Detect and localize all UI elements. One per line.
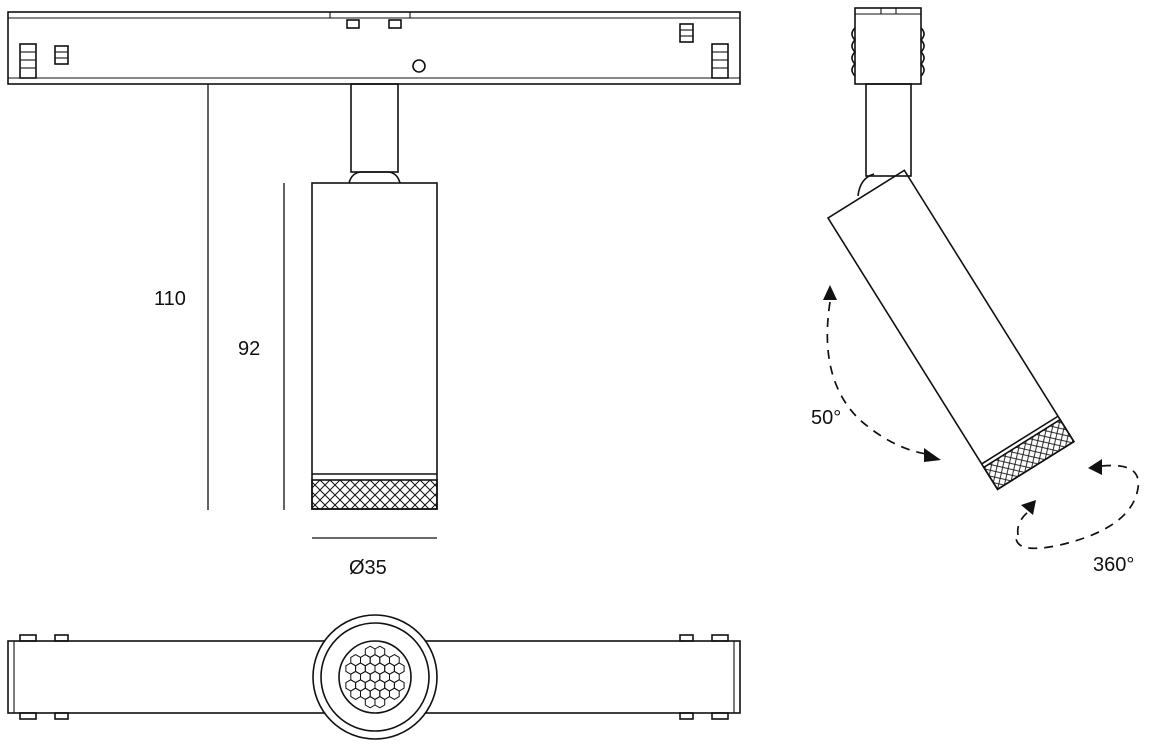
stem-side bbox=[857, 83, 912, 197]
lens-cell bbox=[389, 687, 400, 700]
lens-cell bbox=[374, 696, 386, 709]
lens-bottom bbox=[312, 614, 438, 740]
arrow-up-right-icon bbox=[1021, 500, 1036, 515]
track-adapter-side bbox=[851, 7, 925, 85]
rotation-arc bbox=[1015, 459, 1140, 550]
arrow-up-icon bbox=[823, 285, 837, 300]
light-body-side bbox=[826, 169, 1076, 491]
arrow-left-icon bbox=[1088, 459, 1102, 475]
dimension-label-110: 110 bbox=[154, 288, 186, 310]
arrow-down-right-icon bbox=[924, 448, 941, 462]
tilt-angle-label: 50° bbox=[811, 407, 841, 429]
dimension-label-diameter: Ø35 bbox=[349, 557, 387, 579]
side-view: 50° 360° bbox=[811, 7, 1140, 576]
light-body-front bbox=[311, 182, 438, 510]
honeycomb-lens bbox=[345, 645, 405, 709]
tilt-arc bbox=[823, 285, 941, 462]
track-adapter-front bbox=[7, 11, 741, 85]
front-view: 110 92 Ø35 bbox=[7, 11, 741, 579]
dimension-label-92: 92 bbox=[238, 338, 260, 360]
rotation-angle-label: 360° bbox=[1093, 554, 1134, 576]
stem-front bbox=[348, 83, 401, 184]
bottom-view bbox=[7, 614, 741, 740]
